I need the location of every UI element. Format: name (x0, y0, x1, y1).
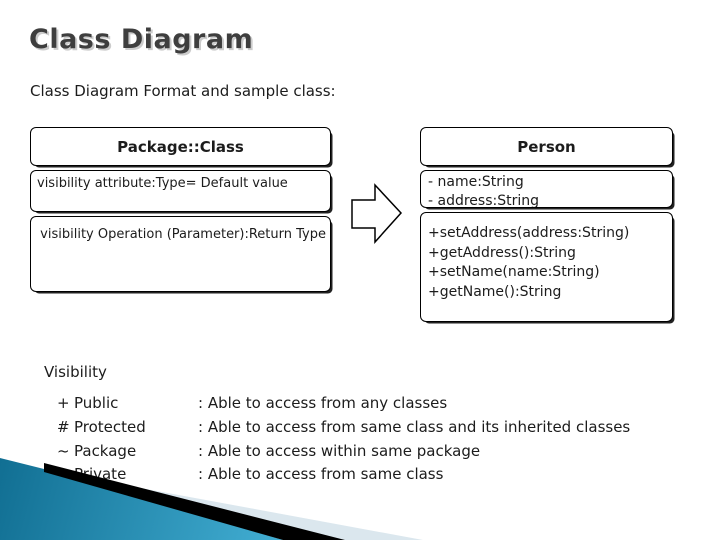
visibility-name: Private (74, 465, 127, 484)
visibility-heading: Visibility (44, 363, 107, 381)
person-attribute: - address:String (428, 193, 540, 208)
person-operation: +setName(name:String) (428, 264, 600, 280)
page-title: Class Diagram (29, 24, 254, 55)
person-class-name: Person (420, 127, 673, 166)
page-subtitle: Class Diagram Format and sample class: (30, 82, 336, 100)
uml-format-class-box: Package::Class visibility attribute:Type… (30, 127, 331, 296)
visibility-description: : Able to access from any classes (198, 394, 448, 412)
format-class-operations: visibility Operation (Parameter):Return … (30, 216, 331, 292)
visibility-description: : Able to access from same class (198, 465, 444, 484)
person-class-operations: +setAddress(address:String) +getAddress(… (420, 212, 673, 322)
visibility-name: Protected (74, 417, 146, 436)
person-attribute: - name:String (428, 174, 524, 190)
visibility-symbol: # (57, 417, 70, 436)
visibility-symbol: - (57, 465, 63, 484)
visibility-name: Public (74, 394, 119, 412)
visibility-symbol: ~ (57, 441, 70, 460)
format-class-name: Package::Class (30, 127, 331, 166)
uml-person-class-box: Person - name:String - address:String +s… (420, 127, 673, 326)
right-block-arrow-icon (351, 183, 403, 244)
person-class-attributes: - name:String - address:String (420, 170, 673, 208)
visibility-description: : Able to access within same package (198, 441, 481, 460)
person-operation: +getAddress():String (428, 244, 576, 261)
person-operation: +getName():String (428, 283, 562, 300)
visibility-symbol: + (57, 394, 70, 412)
person-operation: +setAddress(address:String) (428, 225, 630, 241)
visibility-description: : Able to access from same class and its… (198, 417, 631, 436)
visibility-table: + Public : Able to access from any class… (57, 392, 630, 487)
visibility-name: Package (74, 441, 137, 460)
format-class-attributes: visibility attribute:Type= Default value (30, 170, 331, 212)
